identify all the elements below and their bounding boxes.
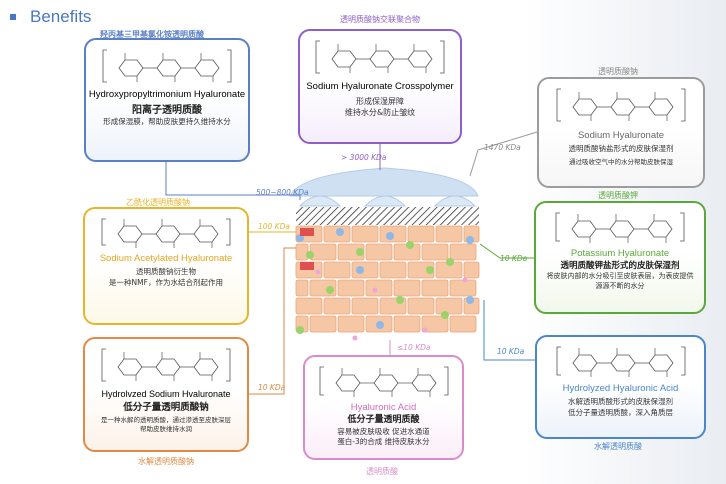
page-title: Benefits	[30, 7, 92, 26]
hpth-caption: 羟丙基三甲基氯化铵透明质酸	[100, 30, 204, 39]
shc-desc-sub: 维持水分&防止皱纹	[344, 108, 416, 118]
shc-kda-label: > 3000 KDa	[341, 153, 387, 162]
sah-card: Sodium Acetylated Hyaluronate 透明质酸钠衍生物 是…	[83, 207, 249, 325]
sah-kda-label: 100 KDa	[258, 222, 290, 231]
sh-caption: 透明质酸钠	[598, 67, 638, 76]
hsh-caption: 水解透明质酸钠	[138, 457, 194, 466]
sah-desc-sub: 是一种NMF，作为水结合剂起作用	[109, 277, 223, 287]
ph-name: Potassium Hyaluronate	[570, 248, 670, 259]
molecule-dot	[462, 277, 468, 283]
red-cell	[300, 262, 314, 270]
molecule-dot	[372, 287, 378, 293]
hpth-name: Hydroxypropyltrimonium Hyaluronate	[88, 89, 246, 100]
hha-card: Hydrolyzed Hyaluronic Acid 水解透明质酸形式的皮肤保湿…	[535, 335, 706, 439]
molecule-structure-icon	[315, 40, 445, 74]
sh-kda-label: 1470 KDa	[484, 143, 521, 152]
molecule-dot	[422, 327, 428, 333]
sh-name: Sodium Hyaluronate	[577, 130, 665, 141]
molecule-dot	[446, 258, 454, 266]
molecule-dot	[466, 296, 474, 304]
molecule-structure-icon	[102, 49, 232, 83]
red-cell	[300, 228, 314, 236]
hpth-kda-label: 500~800 KDa	[256, 188, 309, 197]
molecule-structure-icon	[556, 346, 685, 377]
molecule-dot	[296, 326, 304, 334]
ph-caption: 透明质酸钾	[598, 191, 638, 200]
ph-desc-main: 透明质酸钾盐形式的皮肤保湿剂	[560, 261, 680, 272]
molecule-dot	[426, 266, 434, 274]
ph-desc-sub: 将皮肤内部的水分吸引至皮肤表层，为表皮提供源源不断的水分	[546, 272, 694, 290]
shc-caption: 透明质酸钠交联聚合物	[340, 15, 420, 24]
sh-desc-main: 透明质酸钠盐形式的皮肤保湿剂	[568, 144, 674, 154]
hpth-desc-main: 阳离子透明质酸	[132, 105, 202, 117]
molecule-dot	[376, 321, 384, 329]
bullet-icon	[10, 14, 16, 20]
ha-card: Hyaluronic Acid 低分子量透明质酸 容易被皮肤吸收 促进水通道蛋白…	[303, 355, 464, 460]
connector-line	[165, 162, 301, 200]
hha-kda-label: 10 KDa	[497, 347, 525, 356]
ha-desc-main: 低分子量透明质酸	[347, 415, 420, 426]
connector-line	[469, 131, 538, 177]
moisture-film-layer	[289, 167, 479, 197]
molecule-structure-icon	[319, 366, 448, 397]
shc-card: Sodium Hyaluronate Crosspolymer 形成保湿屏障 维…	[298, 29, 462, 144]
stratum-corneum-layer	[296, 207, 479, 225]
hha-desc-sub: 低分子量透明质酸，深入角质层	[568, 407, 673, 417]
molecule-structure-icon	[556, 88, 686, 122]
ph-kda-label: 10 KDa	[500, 254, 528, 263]
moisture-bump	[363, 195, 407, 207]
molecule-dot	[356, 266, 364, 274]
shc-desc-main: 形成保湿屏障	[356, 97, 404, 107]
hha-caption: 水解透明质酸	[594, 442, 642, 451]
hsh-desc-main: 低分子量透明质酸钠	[123, 401, 209, 413]
hsh-name: Hydrolvzed Sodium Hvaluronate	[101, 389, 231, 399]
molecule-dot	[356, 248, 364, 256]
ph-card: Potassium Hyaluronate 透明质酸钾盐形式的皮肤保湿剂 将皮肤…	[534, 201, 706, 314]
molecule-dot	[315, 269, 321, 275]
ha-caption: 透明质酸	[366, 467, 398, 476]
hpth-desc-sub: 形成保湿膜，帮助皮肤更持久维持水分	[103, 117, 231, 127]
ha-desc-sub: 容易被皮肤吸收 促进水通道蛋白-3的合成 维持皮肤水分	[337, 427, 430, 447]
molecule-dot	[466, 236, 474, 244]
molecule-dot	[352, 335, 358, 341]
sh-card: Sodium Hyaluronate 透明质酸钠盐形式的皮肤保湿剂 通过吸收空气…	[537, 77, 705, 188]
molecule-dot	[406, 241, 414, 249]
ha-kda-label: ≤10 KDa	[397, 343, 431, 352]
shc-name: Sodium Hyaluronate Crosspolymer	[306, 81, 454, 92]
molecule-dot	[336, 228, 344, 236]
connector-line	[479, 243, 534, 259]
moisture-bump	[433, 195, 477, 207]
molecule-dot	[396, 296, 404, 304]
connector-line	[483, 300, 535, 361]
molecule-structure-icon	[101, 218, 231, 248]
molecule-structure-icon	[555, 212, 685, 243]
sah-name: Sodium Acetylated Hyaluronate	[99, 253, 233, 264]
ha-name: Hyaluronic Acid	[350, 402, 417, 413]
hsh-kda-label: 10 KDa	[258, 383, 286, 392]
molecule-dot	[306, 251, 314, 259]
epidermis-cells	[295, 225, 480, 341]
hha-desc-main: 水解透明质酸形式的皮肤保湿剂	[568, 397, 673, 407]
molecule-dot	[326, 286, 334, 294]
connector-line	[249, 247, 296, 395]
molecule-dot	[441, 311, 449, 319]
molecule-structure-icon	[101, 348, 231, 382]
sah-caption: 乙酰化透明质酸钠	[126, 198, 190, 207]
molecule-dot	[386, 232, 394, 240]
sh-desc-sub: 通过吸收空气中的水分帮助皮肤保湿	[569, 157, 673, 166]
hsh-desc-sub: 是一种水解的透明质酸，通过渗透至皮肤深层帮助皮肤维持水润	[101, 416, 231, 433]
hpth-card: Hydroxypropyltrimonium Hyaluronate 阳离子透明…	[84, 38, 250, 162]
hsh-card: Hydrolvzed Sodium Hvaluronate 低分子量透明质酸钠 …	[83, 337, 249, 452]
moisture-bump	[298, 195, 342, 207]
hha-name: Hydrolyzed Hyaluronic Acid	[562, 383, 679, 394]
sah-desc-main: 透明质酸钠衍生物	[136, 267, 196, 277]
